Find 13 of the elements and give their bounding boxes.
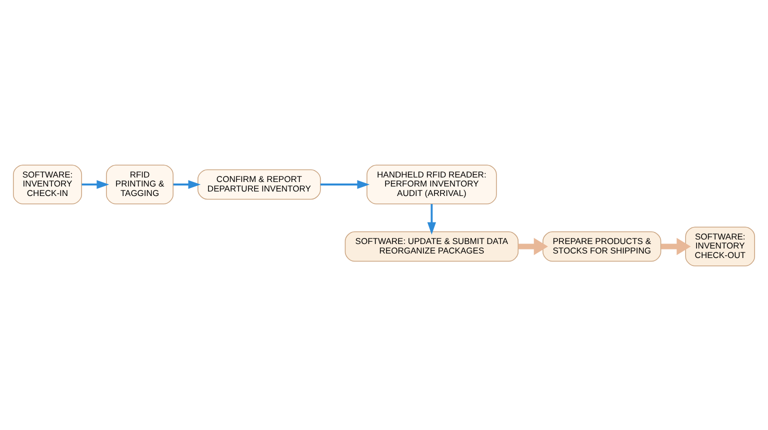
node-box: SOFTWARE: INVENTORY CHECK-IN	[12, 164, 82, 204]
arrow	[320, 180, 370, 188]
node-box: PREPARE PRODUCTS & STOCKS FOR SHIPPING	[542, 230, 662, 262]
node-box: RFID PRINTING & TAGGING	[106, 164, 174, 204]
node-box: HANDHELD RFID READER: PERFORM INVENTORY AUDIT (ARRIVAL)	[366, 164, 497, 204]
node-box: SOFTWARE: UPDATE & SUBMIT DATA REORGANIZE PACKAGES	[344, 230, 519, 262]
arrow	[173, 180, 201, 188]
node-box: CONFIRM & REPORT DEPARTURE INVENTORY	[198, 168, 321, 200]
arrow	[427, 204, 436, 234]
arrow	[518, 237, 548, 255]
arrow	[661, 237, 691, 255]
arrow	[82, 180, 110, 188]
node-box: SOFTWARE: INVENTORY CHECK-OUT	[685, 226, 756, 266]
